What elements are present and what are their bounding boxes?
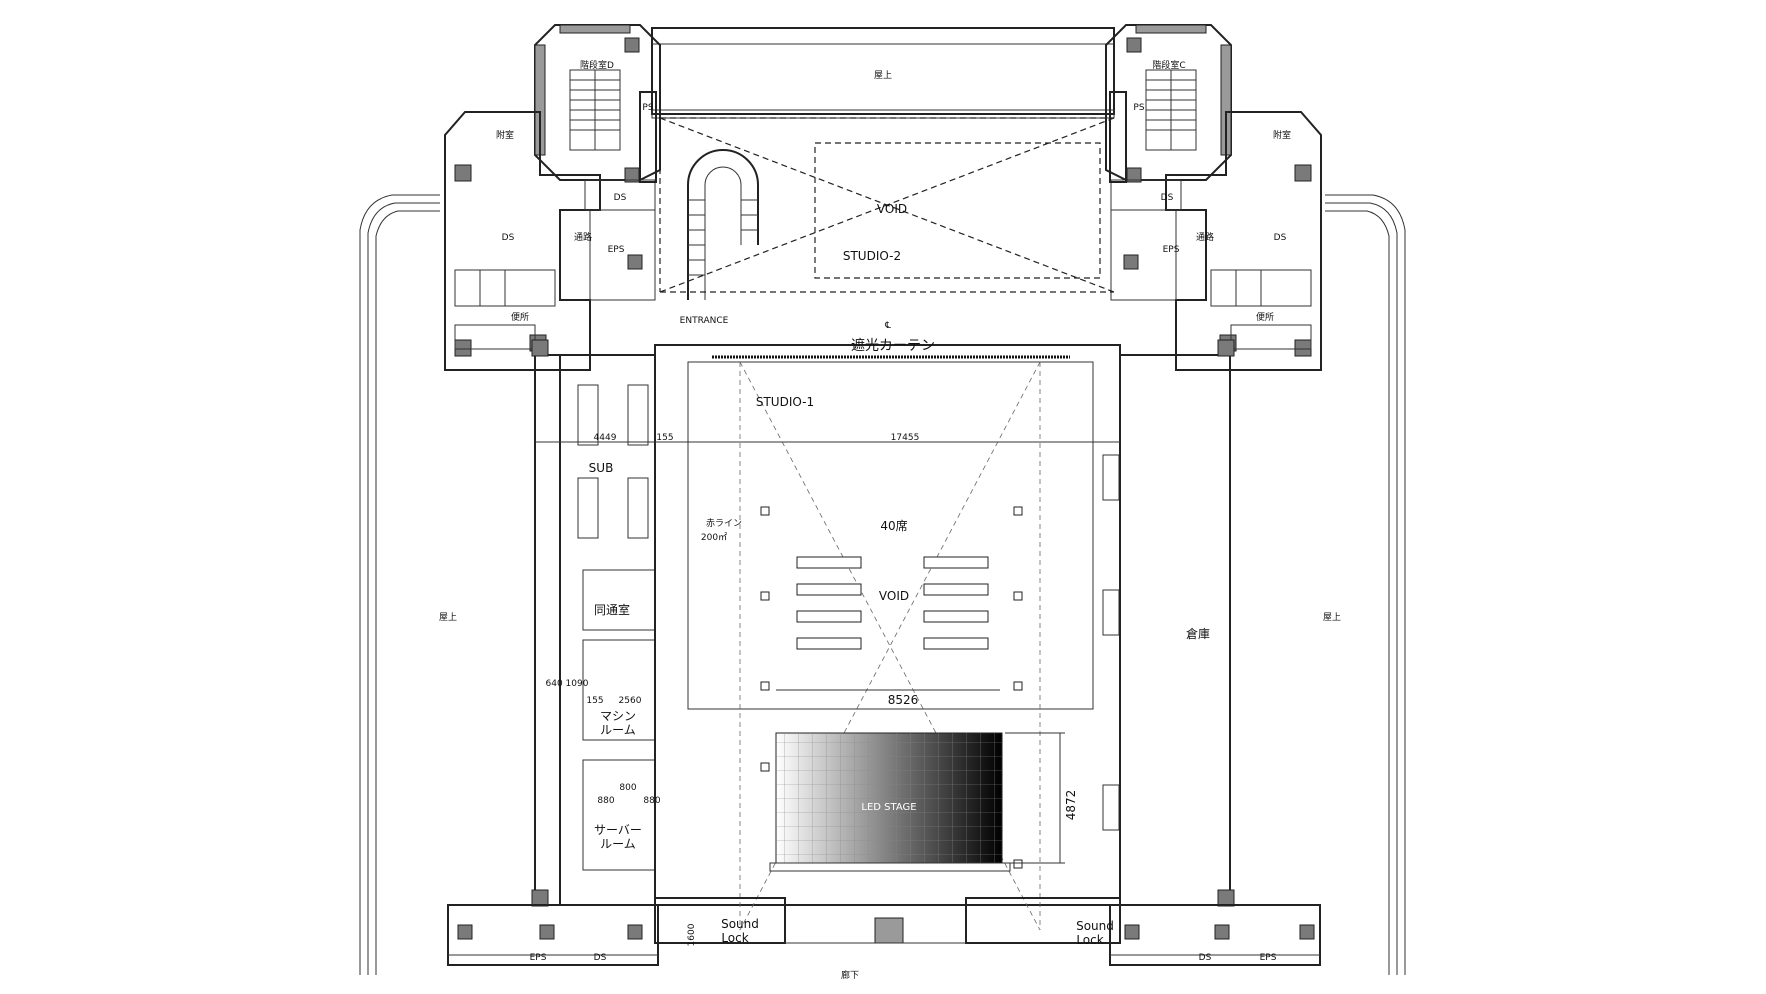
label-sound-lock-right-2: Lock	[1076, 933, 1103, 947]
label-annex-left: 附室	[496, 129, 514, 141]
label-ds-left-mid: DS	[502, 233, 515, 243]
label-sub: SUB	[589, 461, 614, 475]
ps-shaft-left	[639, 91, 657, 183]
label-studio1: STUDIO-1	[756, 395, 814, 409]
label-storage: 倉庫	[1186, 626, 1210, 641]
dim-800: 800	[619, 783, 636, 793]
led-stage	[769, 732, 1065, 872]
label-led-stage: LED STAGE	[861, 802, 916, 813]
left-wing	[531, 339, 656, 907]
label-ds-right-mid: DS	[1274, 233, 1287, 243]
label-toilet-left: 便所	[511, 311, 529, 323]
studio-columns	[760, 506, 1023, 869]
label-ps-right: PS	[1133, 103, 1144, 113]
label-eps-left: EPS	[608, 245, 625, 255]
dim-2560: 2560	[619, 696, 642, 706]
right-wing	[1102, 339, 1235, 907]
label-area: 200㎡	[701, 532, 727, 543]
label-studio2: STUDIO-2	[843, 249, 901, 263]
seating	[796, 556, 989, 650]
dim-155-top: 155	[656, 433, 673, 443]
label-ps-left: PS	[642, 103, 653, 113]
label-ds-left-top: DS	[614, 193, 627, 203]
label-roof-top: 屋上	[874, 70, 892, 81]
dim-4449: 4449	[594, 433, 617, 443]
label-roof-right: 屋上	[1323, 612, 1341, 623]
label-sound-lock-left-1: Sound	[721, 917, 759, 931]
label-sound-lock-right-1: Sound	[1076, 919, 1114, 933]
dim-8526: 8526	[888, 693, 919, 707]
entrance-stair	[687, 149, 759, 300]
label-ds-bottom-left: DS	[594, 953, 607, 963]
label-eps-bottom-right: EPS	[1260, 953, 1277, 963]
roof-band-top	[651, 27, 1115, 115]
label-server-room-2: ルーム	[600, 837, 636, 851]
label-centerline: ℄	[884, 321, 891, 331]
stair-tower-left	[534, 24, 661, 183]
dim-880-a: 880	[597, 796, 614, 806]
label-corridor: 廊下	[841, 969, 859, 981]
label-annex-right: 附室	[1273, 129, 1291, 141]
roof-outline-left	[359, 194, 440, 975]
dim-17455: 17455	[891, 433, 920, 443]
dim-640-1090: 640 1090	[546, 679, 589, 689]
dim-4872: 4872	[1064, 790, 1078, 821]
label-seats: 40席	[880, 518, 907, 533]
label-red-line: 赤ライン	[706, 518, 742, 529]
label-stair-right: 階段室C	[1152, 59, 1185, 71]
roof-outline-right	[1325, 194, 1406, 975]
stair-tower-right	[1105, 24, 1232, 183]
ps-shaft-right	[1109, 91, 1127, 183]
label-toilet-right: 便所	[1256, 311, 1274, 323]
bottom-wing	[447, 904, 1321, 966]
label-machine-room-1: マシン	[600, 709, 636, 723]
label-entrance: ENTRANCE	[680, 316, 729, 326]
label-server-room-1: サーバー	[594, 823, 642, 837]
label-roof-left: 屋上	[439, 612, 457, 623]
label-stair-left: 階段室D	[580, 59, 614, 71]
label-curtain: 遮光カーテン	[851, 338, 935, 354]
studio-hall	[654, 344, 1121, 906]
label-passage-right: 通路	[1196, 231, 1214, 243]
sound-locks	[654, 897, 1121, 944]
annex-left	[444, 111, 656, 371]
label-eps-right: EPS	[1163, 245, 1180, 255]
annex-right	[1110, 111, 1322, 371]
label-ds-bottom-right: DS	[1199, 953, 1212, 963]
label-sound-lock-left-2: Lock	[721, 931, 748, 945]
label-ds-right-top: DS	[1161, 193, 1174, 203]
dim-880-b: 880	[643, 796, 660, 806]
label-machine-room-2: ルーム	[600, 723, 636, 737]
dim-155-mid: 155	[586, 696, 603, 706]
dim-1600: 1600	[687, 923, 697, 946]
label-passage-left: 通路	[574, 231, 592, 243]
label-void-center: VOID	[879, 589, 909, 603]
studio2-void	[659, 117, 1115, 293]
label-void-top: VOID	[877, 202, 907, 216]
label-eps-bottom-left: EPS	[530, 953, 547, 963]
label-interpreter: 同通室	[594, 602, 630, 617]
